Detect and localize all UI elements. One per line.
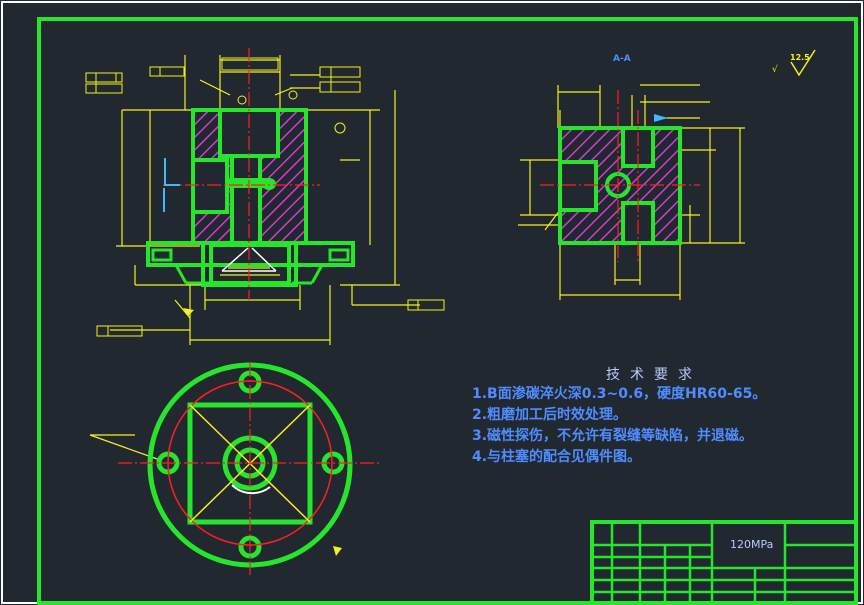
svg-text:√: √ [772, 64, 778, 75]
title-block: 120MPa [590, 520, 858, 605]
top-view [89, 362, 380, 575]
drawing-border [37, 17, 858, 605]
technical-requirement-item: 4.与柱塞的配合见偶件图。 [472, 449, 642, 465]
title-block-pressure: 120MPa [730, 538, 773, 551]
roughness-symbol: √ 12.5 [772, 49, 816, 77]
technical-requirements-list: 1.B面渗碳淬火深0.3~0.6，硬度HR60-65。 2.粗磨加工后时效处理。 3… [472, 384, 852, 468]
section-label: A-A [613, 54, 631, 64]
roughness-value: 12.5 [790, 53, 810, 62]
section-view: A-A [518, 54, 745, 300]
technical-requirements: 技术要求 1.B面渗碳淬火深0.3~0.6，硬度HR60-65。 2.粗磨加工后时… [472, 364, 852, 468]
technical-requirements-title: 技术要求 [606, 367, 702, 383]
technical-requirement-item: 3.磁性探伤，不允许有裂缝等缺陷，并退磁。 [472, 428, 754, 444]
technical-requirement-item: 1.B面渗碳淬火深0.3~0.6，硬度HR60-65。 [472, 386, 767, 402]
front-view [85, 48, 445, 345]
technical-requirement-item: 2.粗磨加工后时效处理。 [472, 407, 628, 423]
